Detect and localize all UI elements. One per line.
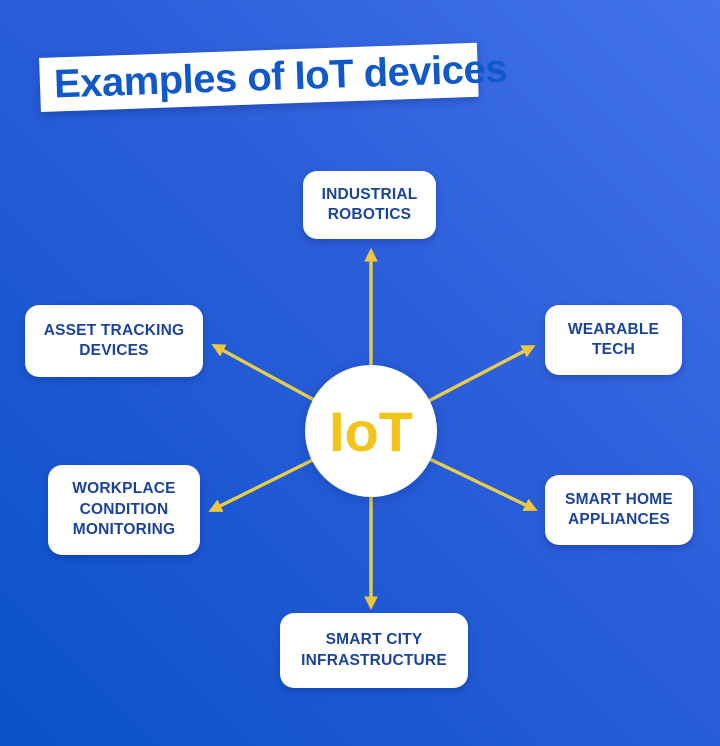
iot-center-node: IoT [305,365,437,497]
node-smart-city-infrastructure: SMART CITY INFRASTRUCTURE [280,613,468,688]
node-label: WEARABLE TECH [567,320,660,358]
node-label: WORKPLACE CONDITION MONITORING [72,480,176,539]
iot-center-label: IoT [329,399,413,463]
node-wearable-tech: WEARABLE TECH [545,305,682,375]
node-label: ASSET TRACKING DEVICES [43,321,185,359]
node-label: SMART CITY INFRASTRUCTURE [301,631,447,669]
node-workplace-condition-monitoring: WORKPLACE CONDITION MONITORING [48,465,200,555]
node-smart-home-appliances: SMART HOME APPLIANCES [545,475,693,545]
node-asset-tracking-devices: ASSET TRACKING DEVICES [25,305,203,377]
node-industrial-robotics: INDUSTRIAL ROBOTICS [303,171,436,239]
node-label: SMART HOME APPLIANCES [565,490,673,528]
node-label: INDUSTRIAL ROBOTICS [321,185,418,223]
page-title: Examples of IoT devices [53,46,508,106]
